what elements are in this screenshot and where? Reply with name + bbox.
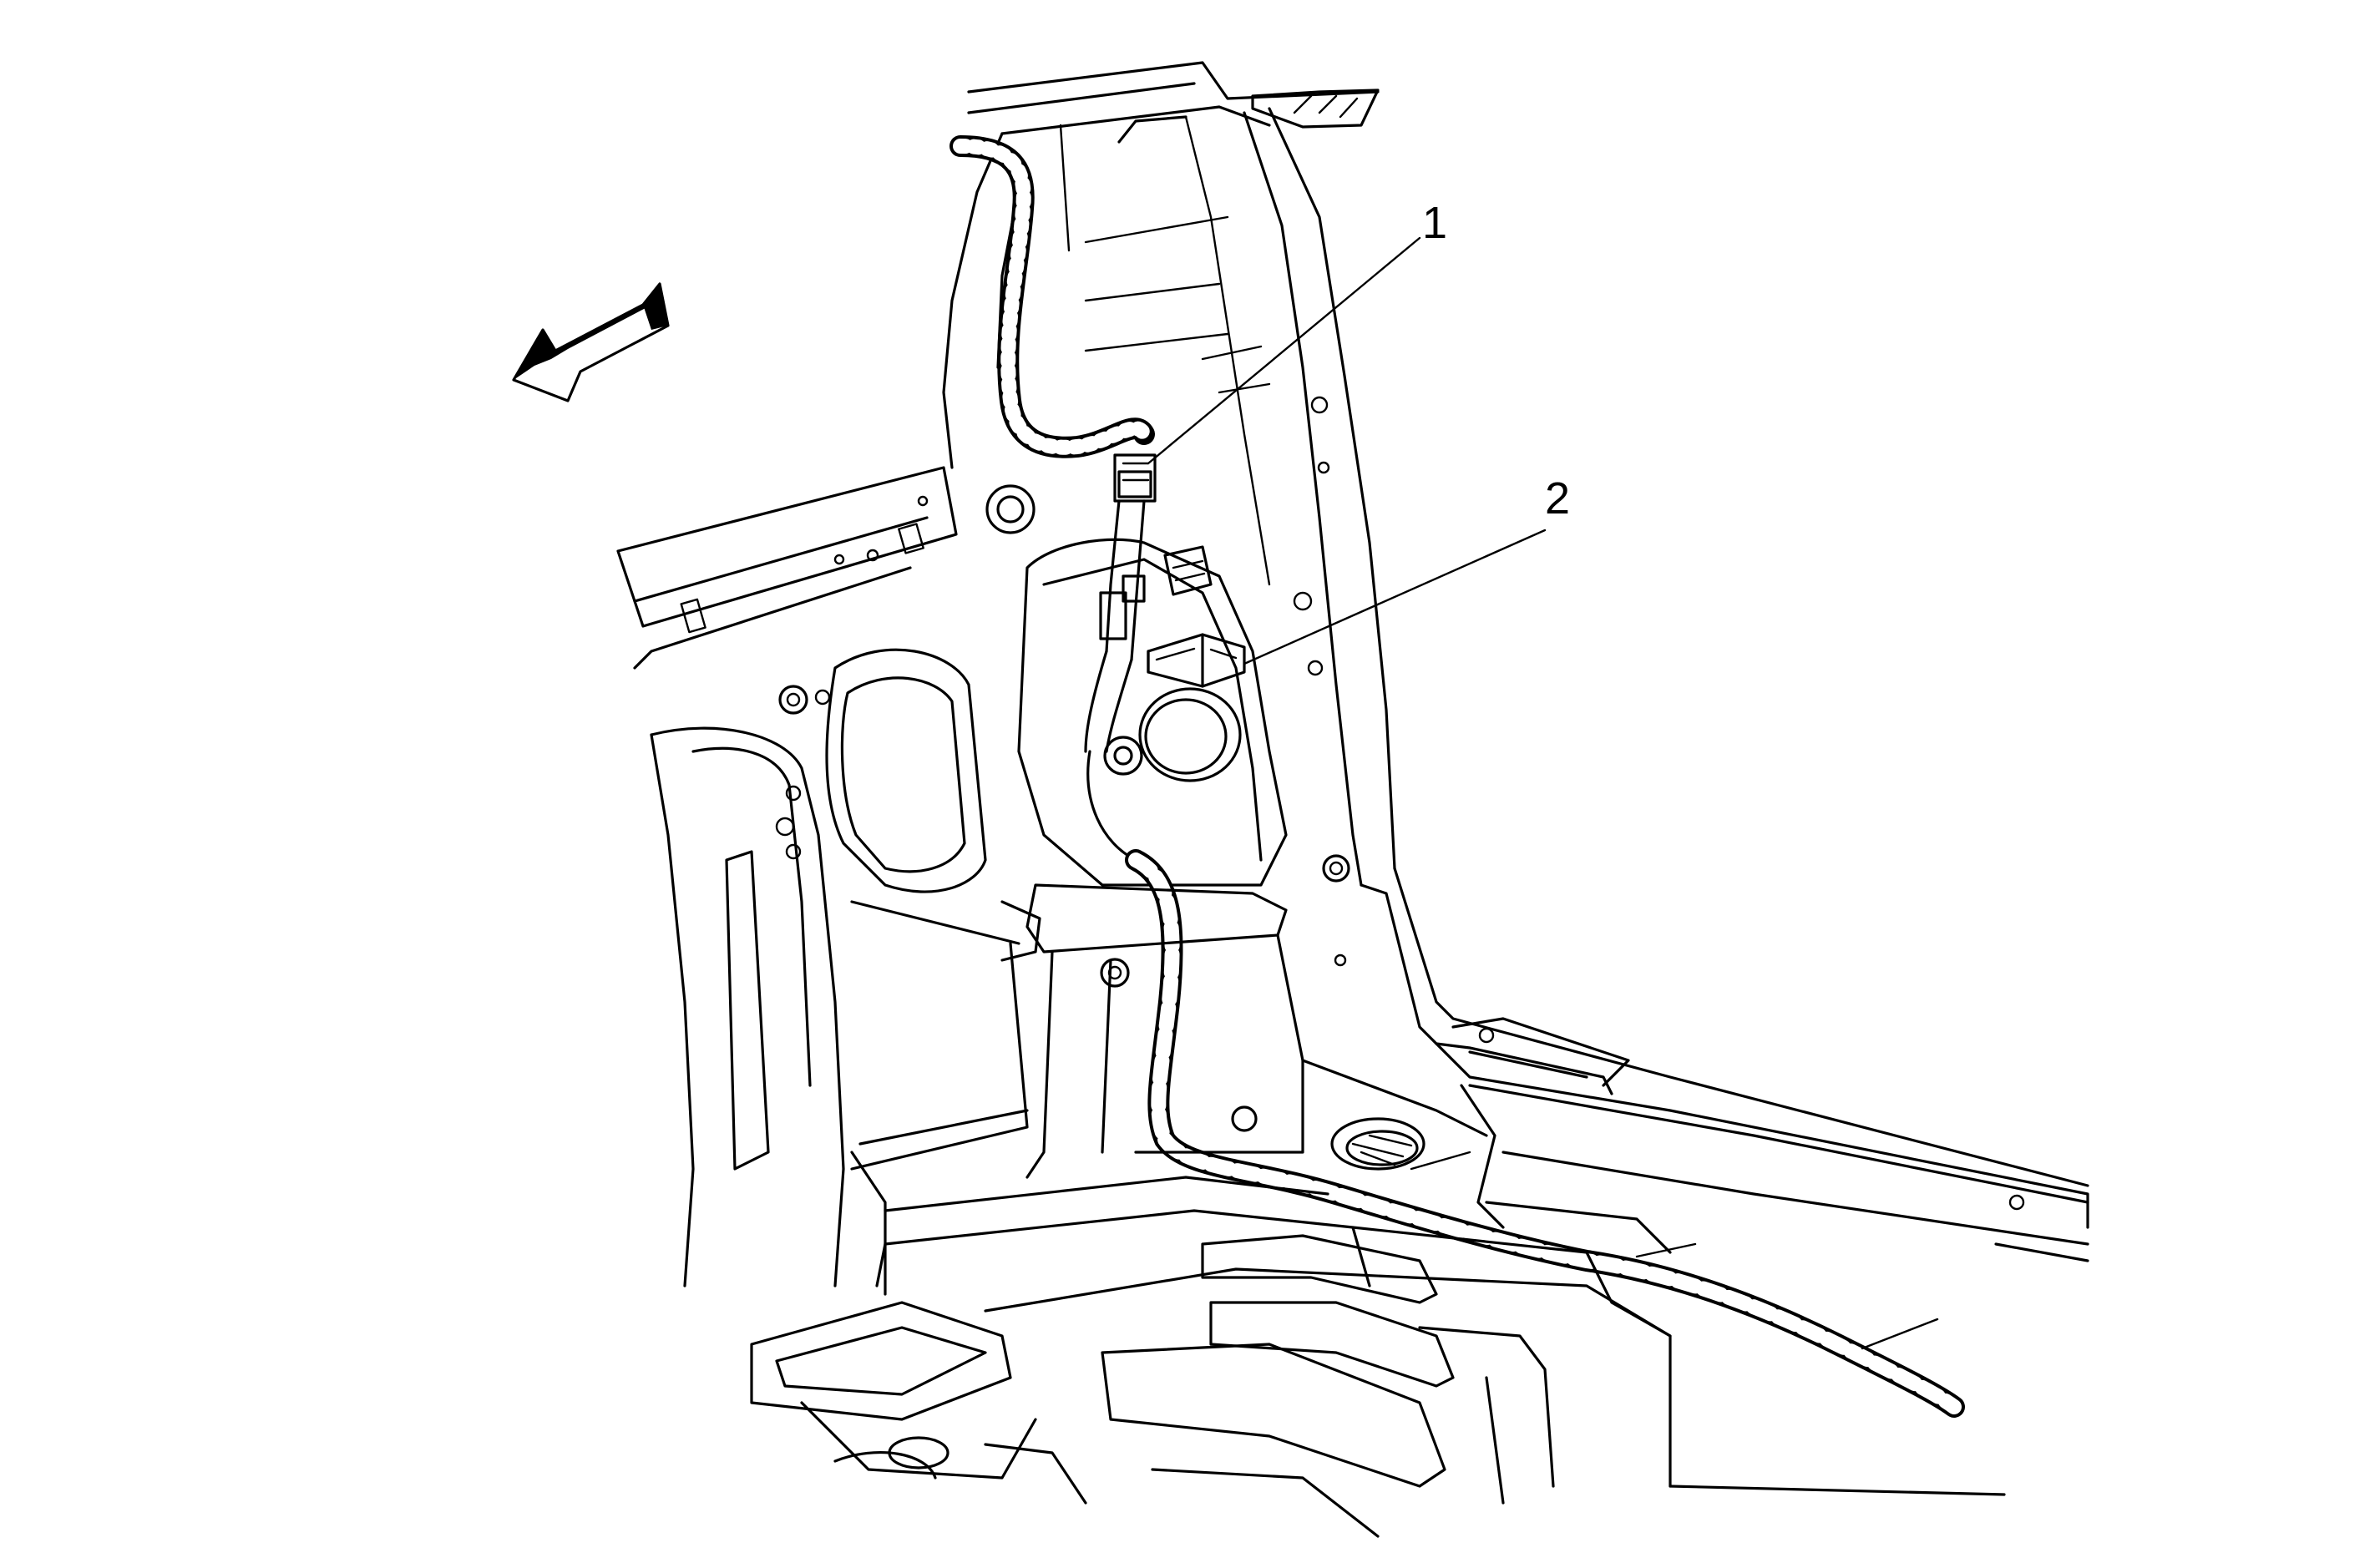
side-rail [1393, 867, 2089, 1262]
callout-2: 2 [1545, 473, 1570, 524]
left-body-panel [650, 726, 1087, 1505]
leader-lines [1147, 236, 1547, 665]
pillar-fastener-holes [1100, 396, 2025, 1211]
lower-wiring-harness [1084, 650, 1965, 1418]
connector-2 [1147, 545, 1246, 688]
pillar-grommet [778, 484, 1036, 715]
wheelhouse-opening [825, 538, 1288, 893]
cargo-floor [850, 883, 2089, 1496]
upper-wiring-harness [949, 135, 1155, 458]
floor-ribs [1101, 1234, 1555, 1538]
callout-1: 1 [1422, 198, 1447, 248]
roof-panel [967, 61, 1380, 144]
quarter-trim-panel [616, 466, 958, 670]
floor-pocket [1231, 1105, 1939, 1350]
speaker [1103, 687, 1242, 782]
direction-arrow-icon [512, 282, 670, 402]
connector-1 [1099, 453, 1157, 661]
